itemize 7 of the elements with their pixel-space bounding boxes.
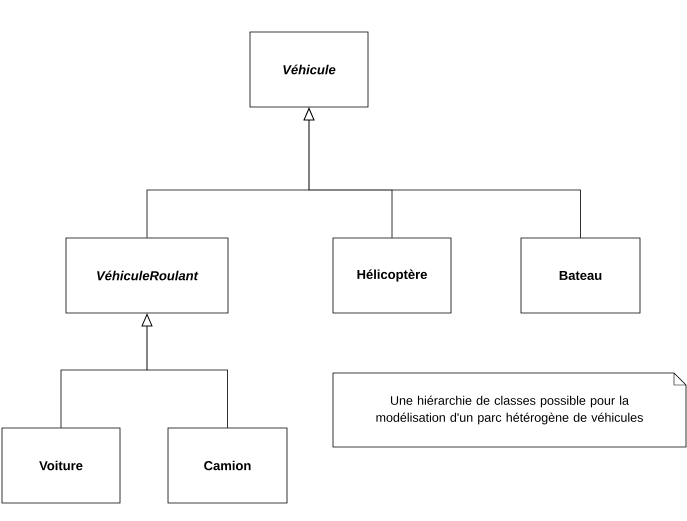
class-box: Hélicoptère bbox=[332, 238, 452, 314]
class-box: Véhicule bbox=[250, 32, 368, 108]
class-box: Camion bbox=[168, 428, 288, 504]
class-box: Bateau bbox=[520, 238, 640, 314]
class-box: VéhiculeRoulant bbox=[66, 238, 228, 314]
note-box: Une hiérarchie de classes possible pour la modélisation d'un parc hétérogène de véhicules bbox=[332, 372, 686, 448]
class-box: Voiture bbox=[2, 428, 120, 504]
